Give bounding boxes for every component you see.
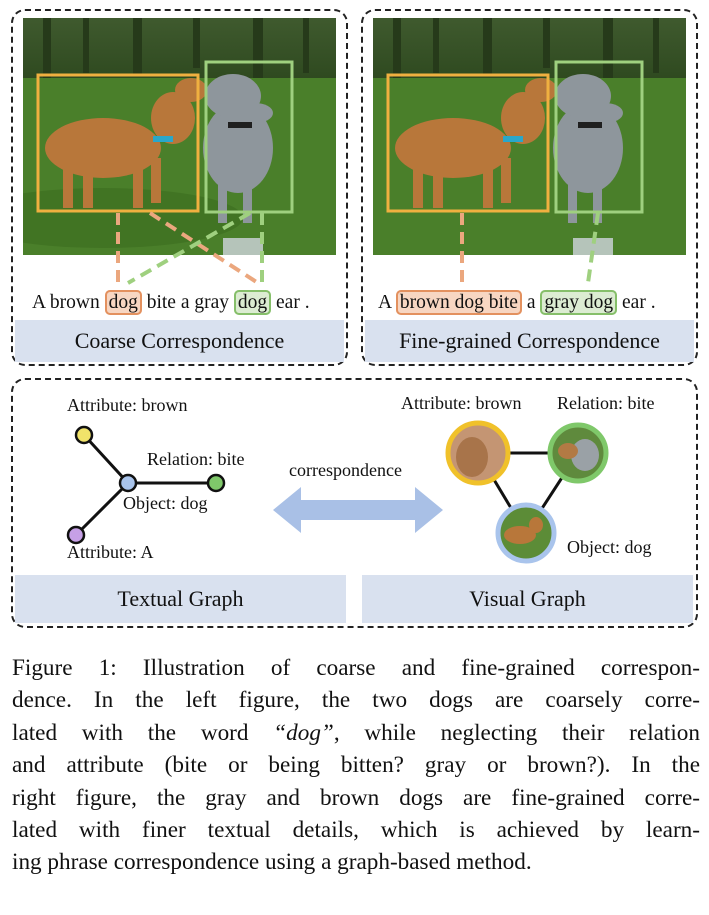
caption-line-1: Figure 1: Illustration of coarse and fin… [12, 655, 700, 681]
sentence-middle: bite a gray [141, 292, 234, 313]
textual-graph [66, 425, 226, 545]
dog-photo-left [23, 18, 336, 255]
visual-graph [445, 420, 609, 564]
italic-dog: “dog” [273, 719, 334, 746]
highlight-brown-dog-bite: brown dog bite [395, 290, 522, 315]
caption-line-4: and attribute (bite or being bitten? gra… [12, 752, 700, 779]
sentence-suffix: ear . [617, 292, 656, 313]
textual-graph-caption: Textual Graph [15, 575, 346, 623]
caption-line-2: dence. In the left figure, the two dogs … [12, 687, 700, 714]
visual-node-attribute [445, 420, 511, 486]
sentence-prefix: A brown [32, 292, 105, 313]
textual-label-attribute-a: Attribute: A [67, 542, 154, 562]
fine-sentence: A brown dog bite a gray dog ear . [378, 290, 656, 316]
textual-label-attribute-brown: Attribute: brown [67, 395, 188, 415]
fine-grained-correspondence-panel [361, 9, 698, 366]
visual-label-attribute-brown: Attribute: brown [401, 393, 522, 413]
caption-line-6: lated with finer textual details, which … [12, 817, 700, 844]
correspondence-label: correspondence [289, 460, 402, 480]
coarse-connector-lines [116, 211, 264, 285]
sentence-middle: a [521, 292, 541, 313]
caption-line-5: right figure, the gray and brown dogs ar… [12, 784, 700, 811]
visual-node-relation [547, 422, 609, 484]
textual-label-relation: Relation: bite [147, 449, 245, 469]
highlight-dog-gray: dog [233, 290, 272, 315]
highlight-dog-brown: dog [104, 290, 142, 315]
fine-connector-lines [460, 212, 600, 284]
caption-line-7: ing phrase correspondence using a graph-… [12, 849, 532, 876]
coarse-caption: Coarse Correspondence [15, 320, 344, 362]
node-attribute-brown [74, 425, 94, 445]
coarse-sentence: A brown dog bite a gray dog ear . [32, 290, 310, 316]
node-relation [206, 473, 226, 493]
figure-caption: Figure 1: Illustration of coarse and fin… [12, 652, 700, 879]
node-object [118, 473, 138, 493]
double-arrow-icon [273, 487, 443, 533]
sentence-suffix: ear . [271, 292, 310, 313]
fine-caption: Fine-grained Correspondence [365, 320, 694, 362]
visual-label-object: Object: dog [567, 537, 652, 557]
highlight-gray-dog: gray dog [540, 290, 618, 315]
caption-line-3: lated with the word “dog”, while neglect… [12, 719, 700, 746]
figure-label: Figure 1: [12, 655, 117, 681]
sentence-prefix: A [378, 292, 396, 313]
visual-node-object [495, 502, 557, 564]
graph-panel [11, 378, 698, 628]
textual-label-object: Object: dog [123, 493, 208, 513]
coarse-correspondence-panel [11, 9, 348, 366]
dog-photo-right [373, 18, 686, 255]
visual-graph-caption: Visual Graph [362, 575, 693, 623]
node-attribute-a [66, 525, 86, 545]
visual-label-relation: Relation: bite [557, 393, 655, 413]
